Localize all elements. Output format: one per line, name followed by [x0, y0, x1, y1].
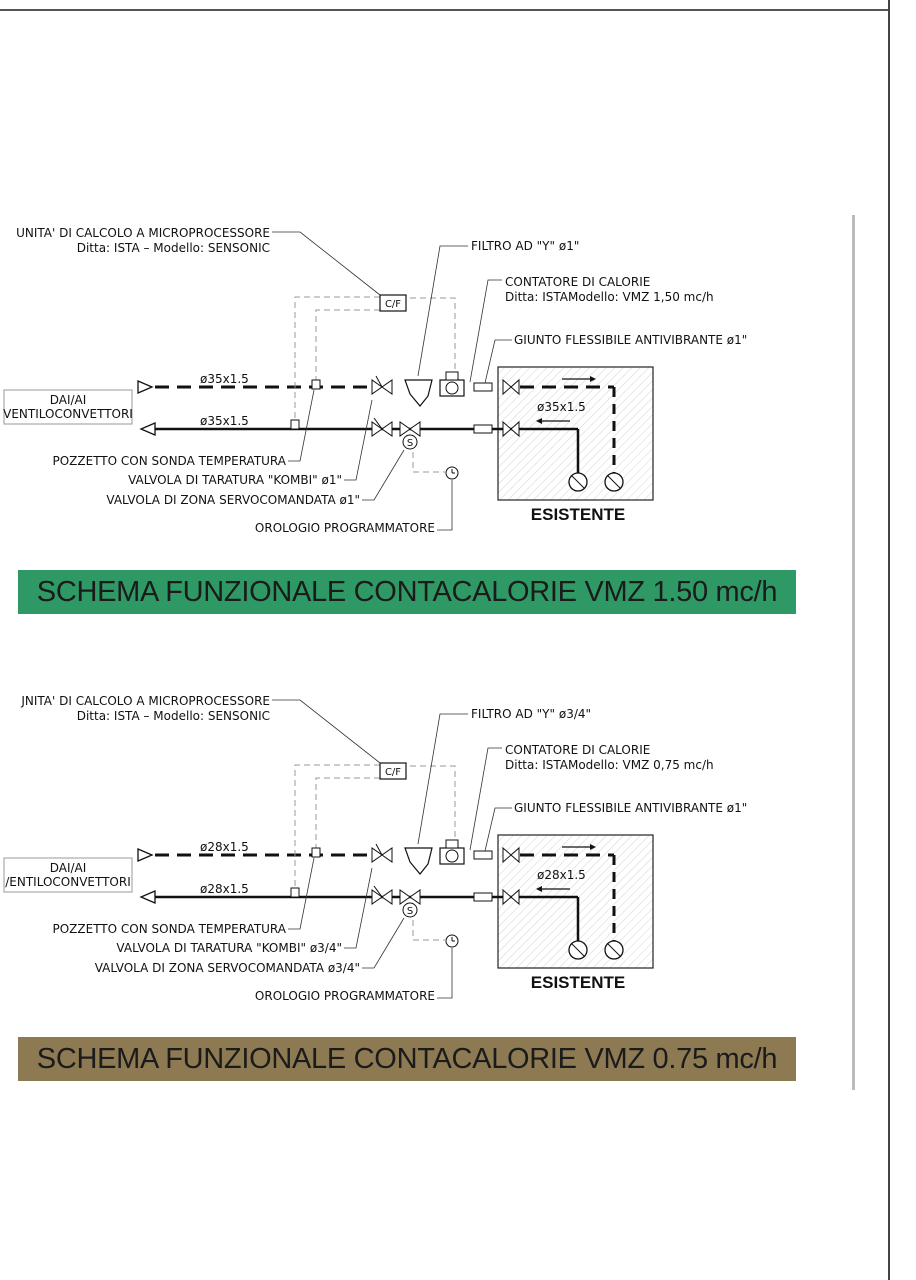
supply-arrow-icon: [137, 848, 154, 862]
box-pipe-label: ø28x1.5: [537, 868, 586, 882]
zone-valve-icon: S: [399, 421, 421, 450]
side-label-line2: /ENTILOCONVETTORI: [5, 875, 131, 889]
y-filter-icon: [404, 379, 433, 407]
balancing-valve-icon: [371, 843, 393, 863]
zone-valve-icon: S: [399, 889, 421, 918]
ball-valve-icon: [502, 378, 520, 396]
unit-label: UNITA' DI CALCOLO A MICROPROCESSORE: [16, 226, 270, 240]
joint-label: GIUNTO FLESSIBILE ANTIVIBRANTE ø1": [514, 801, 747, 815]
balancing-valve-label: VALVOLA DI TARATURA "KOMBI" ø3/4": [116, 941, 342, 955]
clock-icon: [445, 466, 459, 480]
meter-model-label: Ditta: ISTAModello: VMZ 0,75 mc/h: [505, 758, 714, 772]
scan-top-edge: [0, 9, 890, 11]
gauge-icon: [568, 940, 588, 960]
zone-valve-label: VALVOLA DI ZONA SERVOCOMANDATA ø1": [106, 493, 360, 507]
cf-label: C/F: [385, 767, 401, 778]
return-arrow-icon: [139, 422, 156, 436]
cf-unit: [379, 294, 407, 312]
side-label-line1: DAI/AI: [50, 861, 87, 875]
zone-valve-label: VALVOLA DI ZONA SERVOCOMANDATA ø3/4": [95, 961, 360, 975]
heat-meter-icon: [439, 371, 465, 397]
supply-arrow-icon: [137, 380, 154, 394]
scan-right-edge: [888, 0, 890, 1280]
return-arrow-icon: [139, 890, 156, 904]
scheme-title-2: SCHEMA FUNZIONALE CONTACALORIE VMZ 0.75 …: [36, 1042, 778, 1075]
cf-unit: [379, 762, 407, 780]
flex-joint-icon: [473, 892, 493, 902]
ball-valve-icon: [502, 888, 520, 906]
gauge-icon: [604, 472, 624, 492]
balancing-valve-icon: [371, 417, 393, 437]
side-label-box: [3, 389, 133, 425]
meter-model-label: Ditta: ISTAModello: VMZ 1,50 mc/h: [505, 290, 714, 304]
well-label: POZZETTO CON SONDA TEMPERATURA: [52, 454, 286, 468]
svg-text:S: S: [407, 906, 413, 917]
meter-label: CONTATORE DI CALORIE: [505, 743, 650, 757]
joint-label: GIUNTO FLESSIBILE ANTIVIBRANTE ø1": [514, 333, 747, 347]
well-label: POZZETTO CON SONDA TEMPERATURA: [52, 922, 286, 936]
cf-label: C/F: [385, 299, 401, 310]
unit-model-label: Ditta: ISTA – Modello: SENSONIC: [77, 241, 270, 255]
scheme-title-banner-1: SCHEMA FUNZIONALE CONTACALORIE VMZ 1.50 …: [18, 570, 796, 614]
supply-pipe-label: ø28x1.5: [200, 840, 249, 854]
meter-label: CONTATORE DI CALORIE: [505, 275, 650, 289]
scheme-diagram-1: C/F S UNITA' DI CALCOLO A MICROPROCES: [3, 226, 747, 535]
filter-label: FILTRO AD "Y" ø1": [471, 239, 579, 253]
supply-pipe-label: ø35x1.5: [200, 372, 249, 386]
scan-right-shadow: [852, 215, 855, 1090]
timer-label: OROLOGIO PROGRAMMATORE: [255, 521, 435, 535]
clock-icon: [445, 934, 459, 948]
balancing-valve-label: VALVOLA DI TARATURA "KOMBI" ø1": [128, 473, 342, 487]
scheme-diagram-2: C/F S JNITA' DI CALCOLO A MICROPROCESSOR…: [3, 694, 747, 1003]
existing-label: ESISTENTE: [531, 973, 625, 992]
scheme-title-1: SCHEMA FUNZIONALE CONTACALORIE VMZ 1.50 …: [36, 575, 778, 608]
side-label-line2: VENTILOCONVETTORI: [3, 407, 133, 421]
scheme-title-banner-2: SCHEMA FUNZIONALE CONTACALORIE VMZ 0.75 …: [18, 1037, 796, 1081]
gauge-icon: [604, 940, 624, 960]
side-label-line1: DAI/AI: [50, 393, 87, 407]
balancing-valve-icon: [371, 375, 393, 395]
existing-label: ESISTENTE: [531, 505, 625, 524]
box-pipe-label: ø35x1.5: [537, 400, 586, 414]
ball-valve-icon: [502, 420, 520, 438]
side-label-box: [3, 857, 133, 893]
unit-label: JNITA' DI CALCOLO A MICROPROCESSORE: [20, 694, 270, 708]
unit-model-label: Ditta: ISTA – Modello: SENSONIC: [77, 709, 270, 723]
balancing-valve-icon: [371, 885, 393, 905]
return-pipe-label: ø28x1.5: [200, 882, 249, 896]
flex-joint-icon: [473, 850, 493, 860]
gauge-icon: [568, 472, 588, 492]
filter-label: FILTRO AD "Y" ø3/4": [471, 707, 591, 721]
ball-valve-icon: [502, 846, 520, 864]
flex-joint-icon: [473, 382, 493, 392]
y-filter-icon: [404, 847, 433, 875]
flex-joint-icon: [473, 424, 493, 434]
timer-label: OROLOGIO PROGRAMMATORE: [255, 989, 435, 1003]
return-pipe-label: ø35x1.5: [200, 414, 249, 428]
heat-meter-icon: [439, 839, 465, 865]
svg-text:S: S: [407, 438, 413, 449]
